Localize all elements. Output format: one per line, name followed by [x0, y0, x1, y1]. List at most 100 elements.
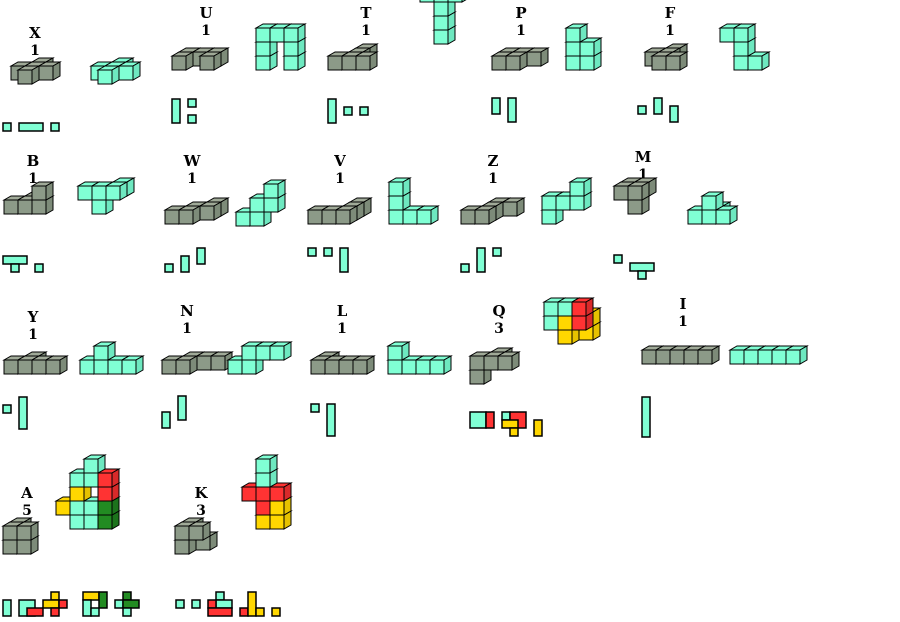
- grey-cube: [626, 181, 651, 201]
- grey-cube-model: [490, 47, 550, 71]
- footprint-cell: [58, 599, 68, 609]
- solid-cube: [570, 297, 595, 317]
- piece-label: T: [360, 4, 372, 22]
- footprint-cell: [215, 599, 233, 609]
- grey-cube-model: [9, 57, 62, 85]
- footprint-cell: [191, 599, 201, 609]
- grey-cube: [174, 355, 199, 375]
- footprint-cell: [507, 97, 517, 123]
- piece-label: Y: [27, 308, 39, 326]
- piece-count: 1: [335, 171, 345, 187]
- footprint-cell: [90, 607, 100, 617]
- footprint-cell: [641, 396, 651, 438]
- piece-count: 1: [182, 321, 192, 337]
- footprint-cell: [509, 427, 519, 437]
- solid-cube: [386, 341, 411, 361]
- footprint-cell: [339, 247, 349, 273]
- piece-label: I: [679, 295, 687, 313]
- solid-model: [78, 341, 145, 375]
- grey-cube: [473, 205, 498, 225]
- footprint-cell: [50, 607, 60, 617]
- piece-label: Q: [492, 302, 506, 320]
- solid-cube: [387, 177, 412, 197]
- layer-footprints: [2, 255, 44, 273]
- footprint-cell: [207, 607, 233, 617]
- footprint-cell: [180, 255, 190, 273]
- footprint-cell: [533, 419, 543, 437]
- piece-count: 1: [187, 171, 197, 187]
- solid-cube: [428, 355, 453, 375]
- footprint-cell: [175, 599, 185, 609]
- grey-cube: [525, 47, 550, 67]
- solid-model: [240, 454, 293, 530]
- footprint-cell: [164, 263, 174, 273]
- piece-count: 1: [28, 327, 38, 343]
- piece-count: 1: [30, 43, 40, 59]
- solid-cube: [117, 61, 142, 81]
- footprint-cell: [485, 411, 495, 429]
- solid-model: [718, 23, 771, 71]
- footprint-cell: [327, 98, 337, 124]
- piece-count: 1: [337, 321, 347, 337]
- grey-cube: [37, 61, 62, 81]
- solid-cube: [120, 355, 145, 375]
- footprint-cell: [10, 263, 20, 273]
- piece-count: 5: [22, 503, 32, 519]
- footprint-cell: [460, 263, 470, 273]
- grey-cube-model: [309, 351, 376, 375]
- layer-footprints: [171, 98, 197, 124]
- piece-count: 1: [28, 171, 38, 187]
- grey-cube-model: [468, 347, 521, 385]
- footprint-cell: [491, 97, 501, 115]
- layer-footprints: [491, 97, 517, 123]
- footprint-cell: [187, 98, 197, 108]
- solid-cube: [714, 205, 739, 225]
- footprint-cell: [196, 247, 206, 265]
- footprint-cell: [171, 98, 181, 124]
- footprint-cell: [122, 607, 132, 617]
- grey-cube: [664, 51, 689, 71]
- solid-cube: [96, 468, 121, 488]
- grey-cube-model: [170, 47, 230, 71]
- layer-footprints: [2, 122, 60, 132]
- piece-label: W: [183, 152, 201, 170]
- footprint-cell: [2, 404, 12, 414]
- footprint-cell: [343, 106, 353, 116]
- footprint-cell: [2, 122, 12, 132]
- grey-cube-model: [306, 197, 373, 225]
- footprint-cell: [255, 607, 265, 617]
- solid-cube: [415, 205, 440, 225]
- layer-footprints: [175, 591, 281, 617]
- footprint-cell: [18, 122, 44, 132]
- piece-label: F: [664, 4, 676, 22]
- solid-model: [542, 297, 602, 345]
- footprint-cell: [669, 105, 679, 123]
- piece-count: 1: [361, 23, 371, 39]
- piece-label: U: [199, 4, 213, 22]
- solid-cube: [268, 482, 293, 502]
- solid-cube: [568, 177, 593, 197]
- footprint-cell: [323, 247, 333, 257]
- solid-model: [564, 23, 603, 71]
- grey-cube: [198, 201, 223, 221]
- layer-footprints: [310, 403, 336, 437]
- piece-label: P: [515, 4, 527, 22]
- grey-cube: [354, 51, 379, 71]
- solid-cube: [282, 23, 307, 43]
- solid-model: [686, 191, 739, 225]
- footprint-cell: [613, 254, 623, 264]
- footprint-cell: [187, 114, 197, 124]
- layer-footprints: [161, 395, 187, 429]
- layer-footprints: [2, 591, 140, 617]
- piece-count: 3: [494, 321, 504, 337]
- grey-cube: [44, 355, 69, 375]
